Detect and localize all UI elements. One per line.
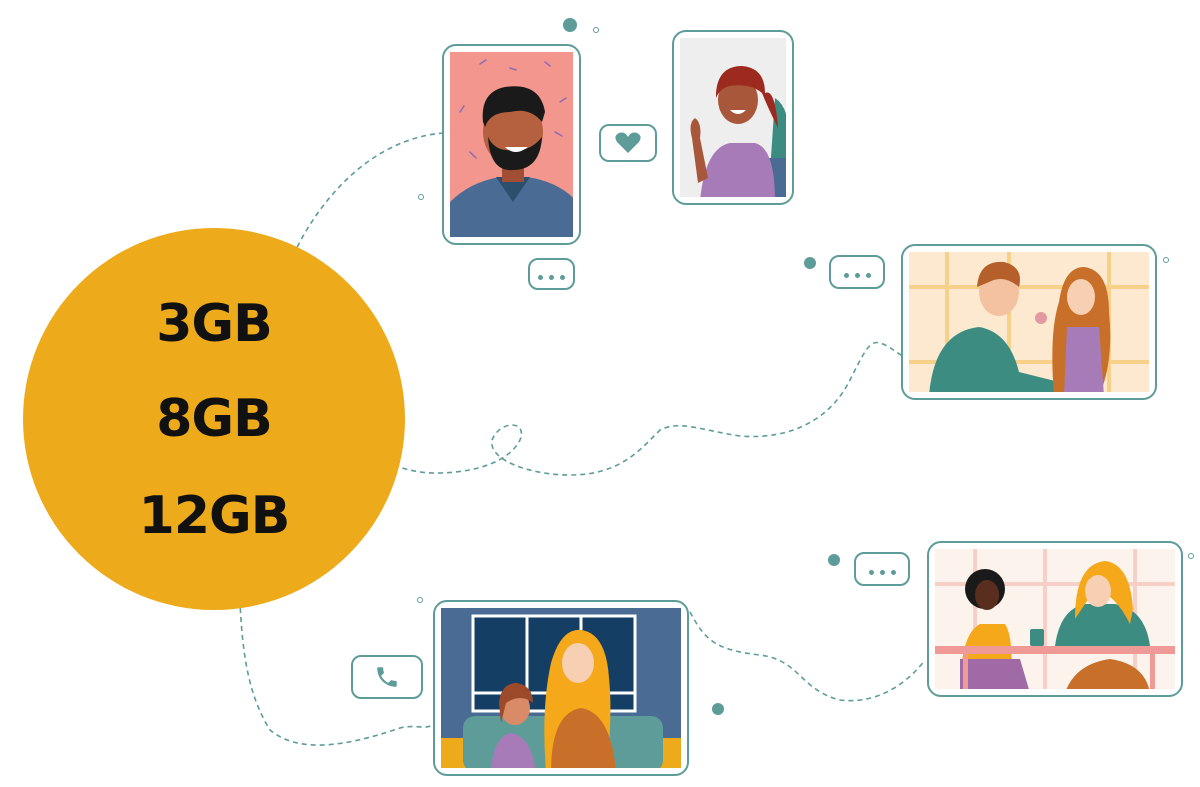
decor-dot-ring xyxy=(417,597,423,603)
decor-dot-ring xyxy=(418,194,424,200)
cafe-friends-illustration xyxy=(935,549,1175,689)
connector-8gb xyxy=(282,341,904,476)
typing-dots-icon xyxy=(841,263,874,282)
frame-bearded-man xyxy=(442,44,581,245)
frame-couple-with-rose xyxy=(901,244,1157,400)
heart-icon xyxy=(615,132,641,153)
plan-3gb-label: 3GB xyxy=(156,294,273,354)
mother-daughter-illustration xyxy=(441,614,681,768)
phone-bubble xyxy=(351,655,423,699)
typing-dots-icon xyxy=(535,265,568,284)
connector-12gb xyxy=(238,562,433,746)
plan-12gb-label: 12GB xyxy=(138,486,291,546)
phone-icon xyxy=(377,667,397,687)
bearded-man-illustration xyxy=(450,59,573,237)
frame-woman-waving xyxy=(672,30,794,205)
typing-bubble-2 xyxy=(829,255,885,289)
typing-bubble-1 xyxy=(528,258,575,290)
heart-bubble xyxy=(599,124,657,162)
decor-dot-ring xyxy=(1188,553,1194,559)
decor-dot-ring xyxy=(593,27,599,33)
decor-dot-solid xyxy=(563,18,577,32)
woman-waving-illustration xyxy=(690,66,786,197)
decor-dot-solid xyxy=(804,257,816,269)
decor-dot-solid xyxy=(712,703,724,715)
typing-dots-icon xyxy=(866,560,899,579)
connector-family-to-cafe xyxy=(689,611,926,702)
plan-8gb-label: 8GB xyxy=(156,389,273,449)
typing-bubble-3 xyxy=(854,552,910,586)
frame-mother-and-daughter xyxy=(433,600,689,776)
couple-illustration xyxy=(909,252,1149,392)
decor-dot-ring xyxy=(1163,257,1169,263)
decor-dot-solid xyxy=(828,554,840,566)
plans-circle: 3GB 8GB 12GB xyxy=(23,228,405,610)
frame-friends-at-cafe xyxy=(927,541,1183,697)
